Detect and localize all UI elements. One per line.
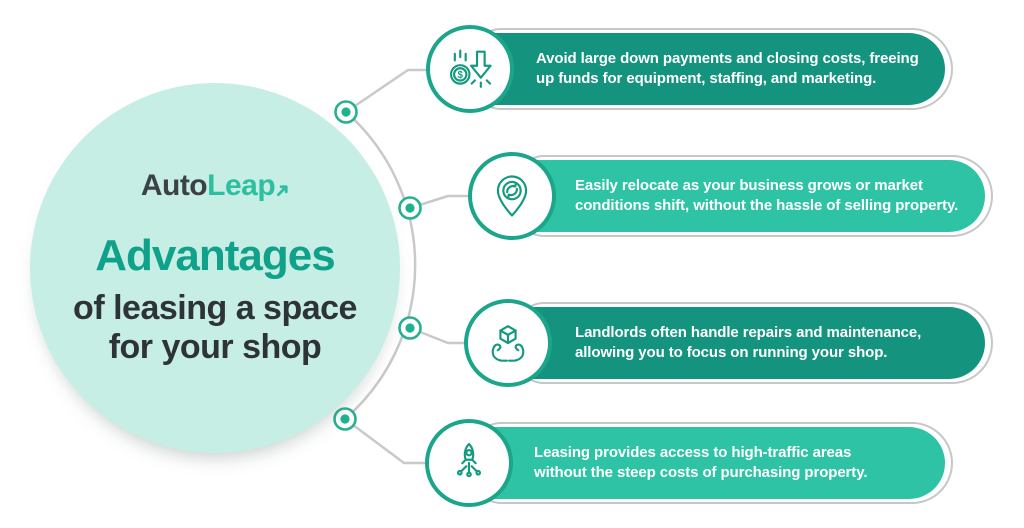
advantage-card-3-text-line-2: allowing you to focus on running your sh…: [575, 344, 888, 361]
relocate-pin-icon: [486, 170, 538, 222]
logo-arrow-icon: [276, 171, 289, 205]
advantage-card-1-pill: Avoid large down payments and closing co…: [462, 33, 945, 105]
advantage-card-2-text-line-1: Easily relocate as your business grows o…: [575, 177, 923, 194]
node-dot-4-core: [340, 414, 350, 424]
advantage-card-2-text-line-2: conditions shift, without the hassle of …: [575, 197, 959, 214]
advantage-card-2-pill: Easily relocate as your business grows o…: [505, 160, 985, 232]
logo-text-leap: Leap: [207, 168, 276, 202]
advantage-card-4-pill: Leasing provides access to high-traffic …: [462, 427, 945, 499]
connector-arc: [343, 110, 417, 421]
page-subtitle-line-1: of leasing a space: [73, 288, 357, 327]
node-dot-3-core: [405, 323, 415, 333]
branch-line-1: [344, 68, 434, 114]
page-subtitle-line-2: for your shop: [108, 328, 322, 366]
svg-text:$: $: [458, 70, 464, 81]
advantage-card-2: Easily relocate as your business grows o…: [505, 155, 993, 237]
advantage-card-1-text-line-2: up funds for equipment, staffing, and ma…: [536, 70, 877, 87]
advantage-card-1: Avoid large down payments and closing co…: [462, 28, 953, 110]
node-dots: [333, 100, 422, 431]
logo-text-auto: Auto: [140, 168, 208, 202]
advantage-card-4: Leasing provides access to high-traffic …: [462, 422, 953, 504]
coin-down-arrow-icon: $: [444, 43, 496, 95]
advantage-badge-1: $: [426, 25, 514, 113]
hands-holding-box-icon: [482, 317, 534, 369]
advantage-card-4-text-line-1: Leasing provides access to high-traffic …: [534, 444, 852, 461]
advantage-card-3-text-line-1: Landlords often handle repairs and maint…: [575, 324, 922, 341]
advantage-card-4-text-line-2: without the steep costs of purchasing pr…: [534, 464, 868, 481]
advantage-card-3: Landlords often handle repairs and maint…: [505, 302, 993, 384]
advantage-badge-2: [468, 152, 556, 240]
advantage-card-1-text-line-1: Avoid large down payments and closing co…: [536, 50, 919, 67]
advantage-card-3-pill: Landlords often handle repairs and maint…: [505, 307, 985, 379]
branch-line-4: [343, 417, 433, 465]
branch-line-2: [408, 194, 476, 210]
page-title: Advantages: [95, 230, 335, 280]
advantage-badge-3: [464, 299, 552, 387]
node-dot-2-core: [405, 203, 415, 213]
rocket-icon: [443, 437, 495, 489]
branch-line-3: [408, 326, 472, 345]
node-dot-1-core: [341, 107, 351, 117]
advantage-badge-4: [425, 419, 513, 507]
